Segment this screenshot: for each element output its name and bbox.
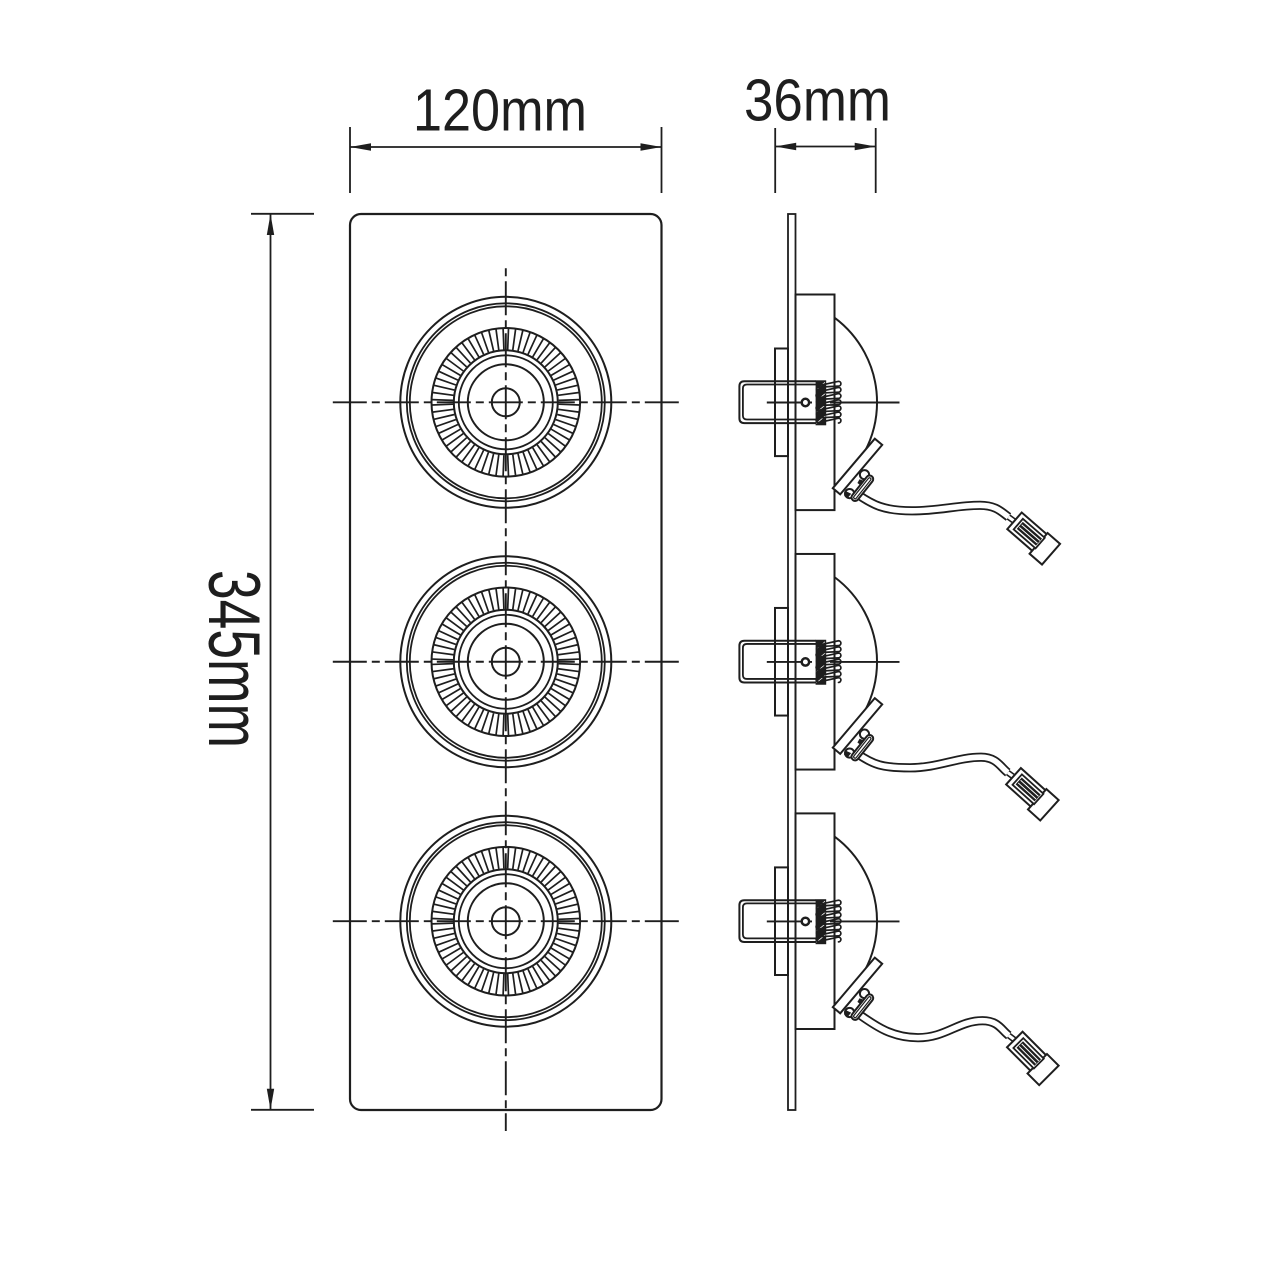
svg-text:120mm: 120mm: [413, 78, 587, 144]
svg-text:345mm: 345mm: [193, 570, 276, 748]
svg-text:36mm: 36mm: [744, 68, 891, 134]
